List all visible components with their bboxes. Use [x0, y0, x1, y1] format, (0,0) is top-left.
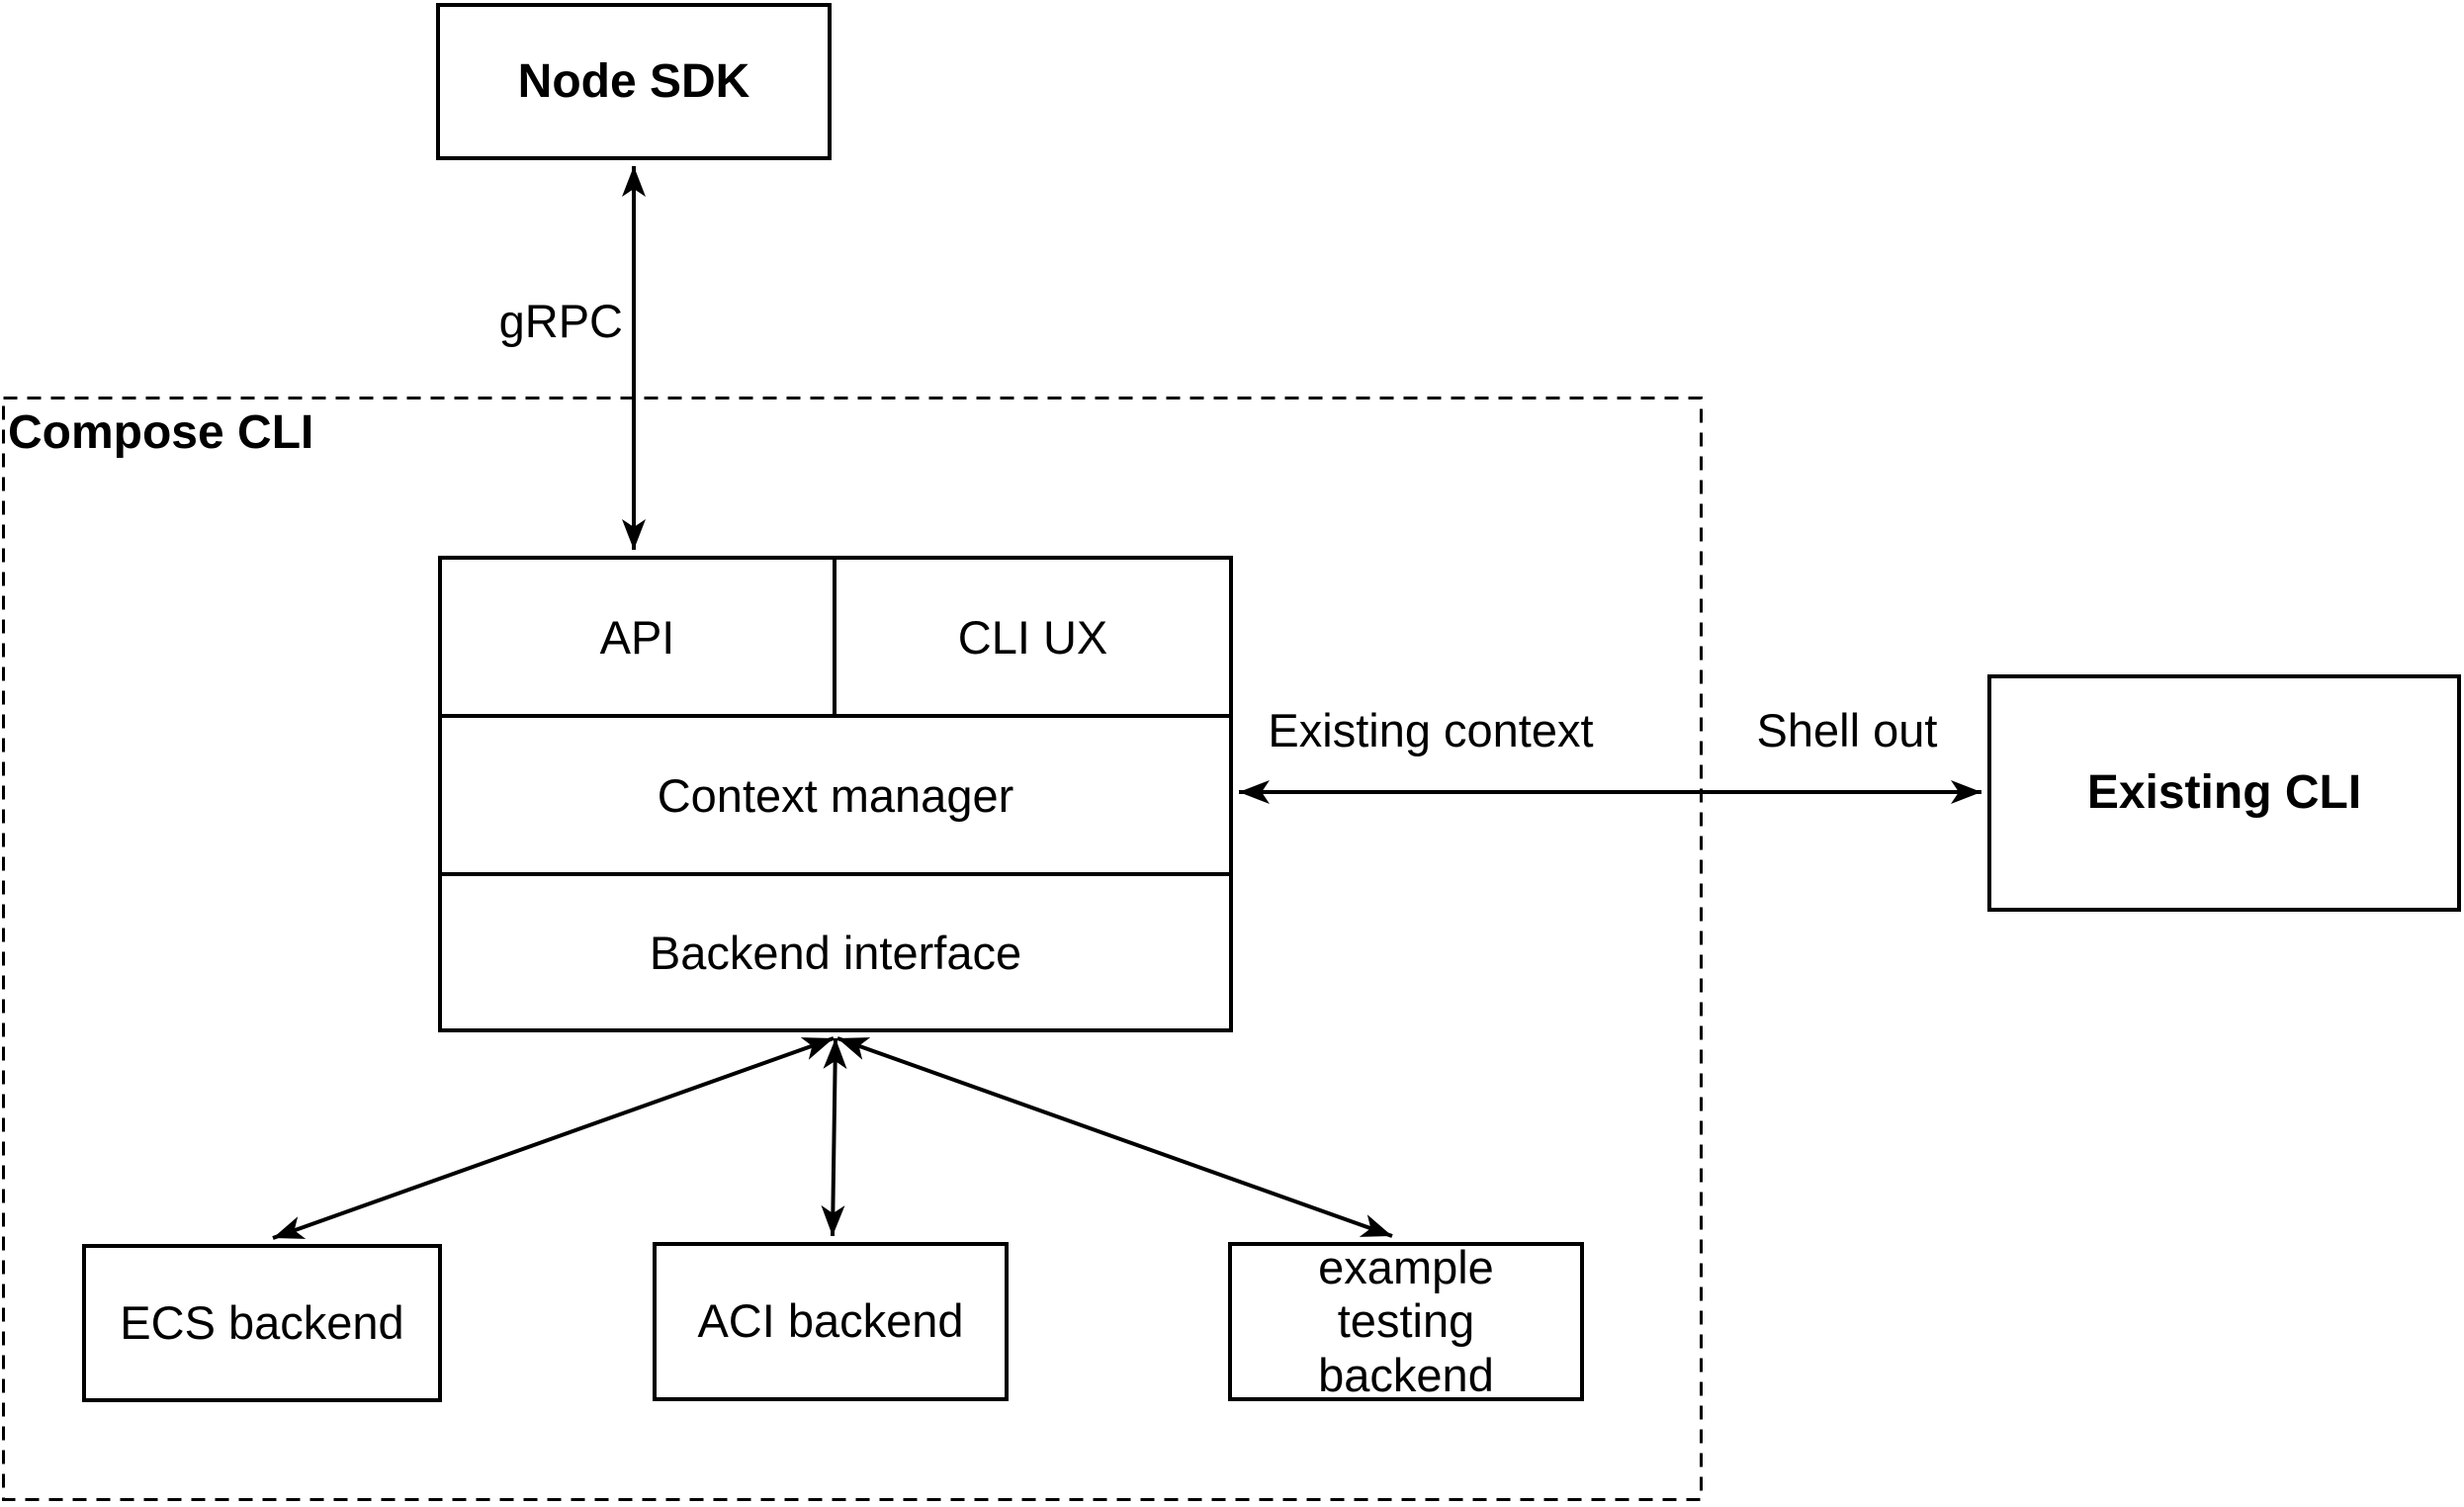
existing-cli-box: Existing CLI: [1987, 674, 2461, 912]
cli-ux-label: CLI UX: [957, 610, 1108, 664]
compose-core-box: API CLI UX Context manager Backend inter…: [438, 556, 1233, 1032]
api-cliux-row: API CLI UX: [442, 560, 1229, 718]
example-testing-backend-label: example testing backend: [1318, 1241, 1494, 1401]
shell-out-edge-label: Shell out: [1756, 704, 1938, 756]
compose-cli-container-label: Compose CLI: [8, 406, 314, 459]
node-sdk-box: Node SDK: [436, 3, 832, 160]
ecs-backend-box: ECS backend: [82, 1244, 442, 1402]
existing-context-edge-label: Existing context: [1268, 704, 1594, 756]
api-box: API: [442, 560, 836, 714]
backend-interface-box: Backend interface: [442, 876, 1229, 1028]
context-manager-box: Context manager: [442, 718, 1229, 876]
backend-ecs-arrow: [272, 1036, 835, 1240]
node-sdk-label: Node SDK: [517, 54, 750, 108]
existing-cli-label: Existing CLI: [2086, 766, 2362, 820]
grpc-edge-label: gRPC: [498, 295, 623, 347]
aci-backend-label: ACI backend: [697, 1294, 964, 1348]
backend-interface-label: Backend interface: [649, 926, 1022, 979]
context-manager-label: Context manager: [657, 768, 1014, 822]
api-label: API: [599, 610, 675, 664]
backend-aci-arrow: [821, 1037, 847, 1237]
cli-ux-box: CLI UX: [836, 560, 1229, 714]
example-testing-backend-box: example testing backend: [1228, 1241, 1584, 1401]
ecs-backend-label: ECS backend: [120, 1295, 404, 1349]
backend-example-arrow: [836, 1036, 1393, 1238]
aci-backend-box: ACI backend: [653, 1242, 1009, 1401]
